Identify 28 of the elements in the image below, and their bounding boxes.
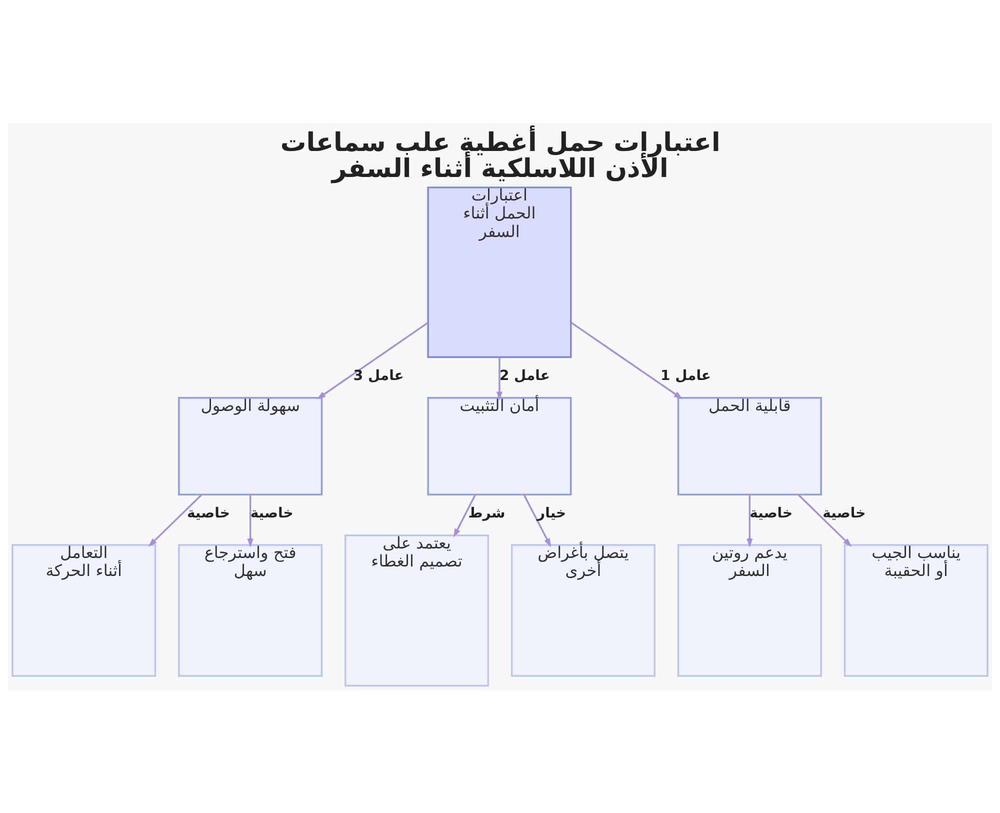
node-box: التعامل أثناء الحركة [12, 544, 156, 677]
arrow [523, 494, 552, 548]
arrow [247, 494, 254, 548]
node-box: أمان التثبيت [427, 397, 572, 496]
arrow [570, 322, 683, 400]
edge-label: عامل 2 [499, 368, 550, 384]
arrow [148, 494, 202, 547]
node-box: فتح واسترجاع سهل [178, 544, 323, 677]
node-box: اعتبارات الحمل أثناء السفر [427, 186, 572, 358]
node-box: يناسب الجيب أو الحقيبة [844, 544, 988, 677]
node-box: قابلية الحمل [677, 397, 822, 496]
arrow [453, 494, 476, 538]
edge-label: شرط [468, 506, 506, 522]
node-box: سهولة الوصول [178, 397, 323, 496]
edge-label: عامل 1 [660, 368, 711, 384]
edge-label: خاصية [750, 506, 793, 522]
edge-label: خاصية [250, 506, 294, 522]
arrow [316, 322, 428, 400]
arrow [496, 357, 503, 400]
arrow [798, 494, 852, 547]
edge-label: خاصية [822, 506, 866, 522]
edge-label: خاصية [186, 506, 230, 522]
arrow [746, 494, 753, 548]
node-box: يعتمد على تصميم الغطاء [344, 534, 490, 687]
node-box: يدعم روتين السفر [677, 544, 822, 677]
edge-label: خيار [537, 506, 566, 522]
edge-label: عامل 3 [353, 368, 404, 384]
node-box: يتصل بأغراض أخرى [510, 544, 656, 677]
